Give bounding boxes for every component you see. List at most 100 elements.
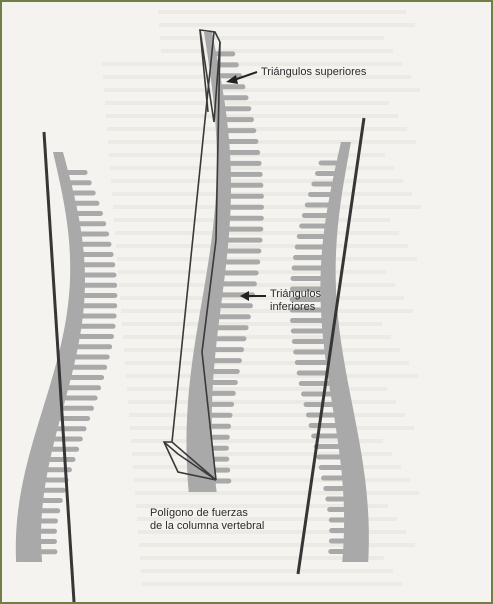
spinous-process — [291, 276, 323, 281]
spinous-process — [329, 539, 346, 544]
spinous-process — [81, 314, 117, 319]
spinous-process — [292, 339, 326, 344]
spinous-process — [311, 434, 339, 439]
spinous-process — [299, 224, 327, 229]
spinous-process — [292, 266, 323, 271]
spinous-process — [76, 344, 112, 349]
spinous-process — [210, 391, 235, 396]
spinous-process — [293, 350, 326, 355]
spinous-process — [323, 486, 345, 491]
spinous-process — [295, 245, 325, 250]
spinous-process — [311, 182, 334, 187]
spinous-process — [78, 221, 106, 226]
spinous-process — [42, 488, 65, 493]
spinous-process — [74, 355, 110, 360]
spinous-process — [212, 369, 240, 374]
spinous-process — [227, 139, 258, 144]
spinous-process — [305, 203, 330, 208]
spinous-process — [316, 455, 342, 460]
spinous-process — [48, 457, 75, 462]
spinous-process — [327, 507, 346, 512]
spinous-process — [297, 234, 326, 239]
spinous-process — [329, 528, 346, 533]
spinous-process — [215, 336, 246, 341]
spinous-process — [229, 205, 264, 210]
spinous-process — [228, 150, 260, 155]
label-inferiores-line1: Triángulos — [270, 288, 321, 301]
spinous-process — [224, 106, 252, 111]
spinous-process — [69, 180, 92, 185]
label-triangulos-inferiores: Triángulos inferiores — [270, 288, 321, 314]
spinous-process — [229, 172, 263, 177]
spinous-process — [72, 365, 108, 370]
spinous-process — [224, 260, 260, 265]
spinous-process — [302, 213, 328, 218]
spinous-process — [80, 232, 110, 237]
spinous-process — [211, 380, 238, 385]
spinous-process — [227, 227, 263, 232]
spinous-process — [319, 465, 343, 470]
spinous-process — [67, 385, 102, 390]
spinous-process — [293, 255, 324, 260]
spinous-process — [229, 183, 263, 188]
spinous-process — [295, 360, 328, 365]
spinous-process — [214, 347, 244, 352]
caption-line1: Polígono de fuerzas — [150, 507, 264, 520]
spinous-process — [297, 371, 330, 376]
spinous-process — [222, 95, 249, 100]
spinous-process — [82, 252, 114, 257]
spinous-process — [329, 518, 346, 523]
caption-line2: de la columna vertebral — [150, 520, 264, 533]
spinous-process — [226, 249, 262, 254]
spinous-process — [319, 161, 339, 166]
spinous-process — [216, 325, 248, 330]
spinous-process — [225, 117, 254, 122]
spinous-process — [315, 171, 336, 176]
spinous-process — [210, 413, 233, 418]
spinous-process — [301, 392, 333, 397]
spinous-process — [223, 271, 259, 276]
label-triangulos-superiores: Triángulos superiores — [261, 66, 366, 79]
spinous-process — [83, 293, 118, 298]
spinous-process — [325, 497, 345, 502]
spinous-process — [290, 318, 324, 323]
spinous-process — [304, 402, 335, 407]
spinous-process — [210, 435, 230, 440]
spinous-process — [214, 51, 235, 56]
spinous-process — [41, 498, 63, 503]
spinous-process — [40, 508, 60, 513]
spinous-process — [53, 437, 83, 442]
spinous-process — [229, 194, 264, 199]
spinous-process — [69, 375, 104, 380]
figure-caption: Polígono de fuerzas de la columna verteb… — [150, 507, 264, 533]
spinous-process — [210, 402, 234, 407]
spinous-process — [321, 476, 344, 481]
spinous-process — [39, 519, 58, 524]
spinous-process — [308, 192, 332, 197]
spinous-process — [81, 242, 112, 247]
spinous-process — [226, 128, 256, 133]
spinous-process — [39, 529, 57, 534]
spinous-process — [39, 549, 57, 554]
spinous-process — [222, 281, 257, 286]
spinous-process — [219, 303, 253, 308]
spinous-process — [83, 273, 117, 278]
spinous-process — [291, 329, 325, 334]
spinous-process — [64, 396, 98, 401]
spinous-process — [229, 161, 262, 166]
spinous-process — [74, 201, 100, 206]
spine-middle — [186, 32, 264, 492]
spinous-process — [80, 324, 116, 329]
spinous-process — [83, 283, 117, 288]
spinous-process — [228, 216, 264, 221]
spinous-process — [328, 549, 345, 554]
label-inferiores-line2: inferiores — [270, 301, 321, 314]
spinous-process — [61, 406, 94, 411]
spinous-process — [227, 238, 263, 243]
spinous-process — [72, 191, 96, 196]
spinous-process — [218, 314, 251, 319]
spinous-process — [309, 423, 338, 428]
spinous-process — [78, 334, 114, 339]
spinous-process — [76, 211, 103, 216]
